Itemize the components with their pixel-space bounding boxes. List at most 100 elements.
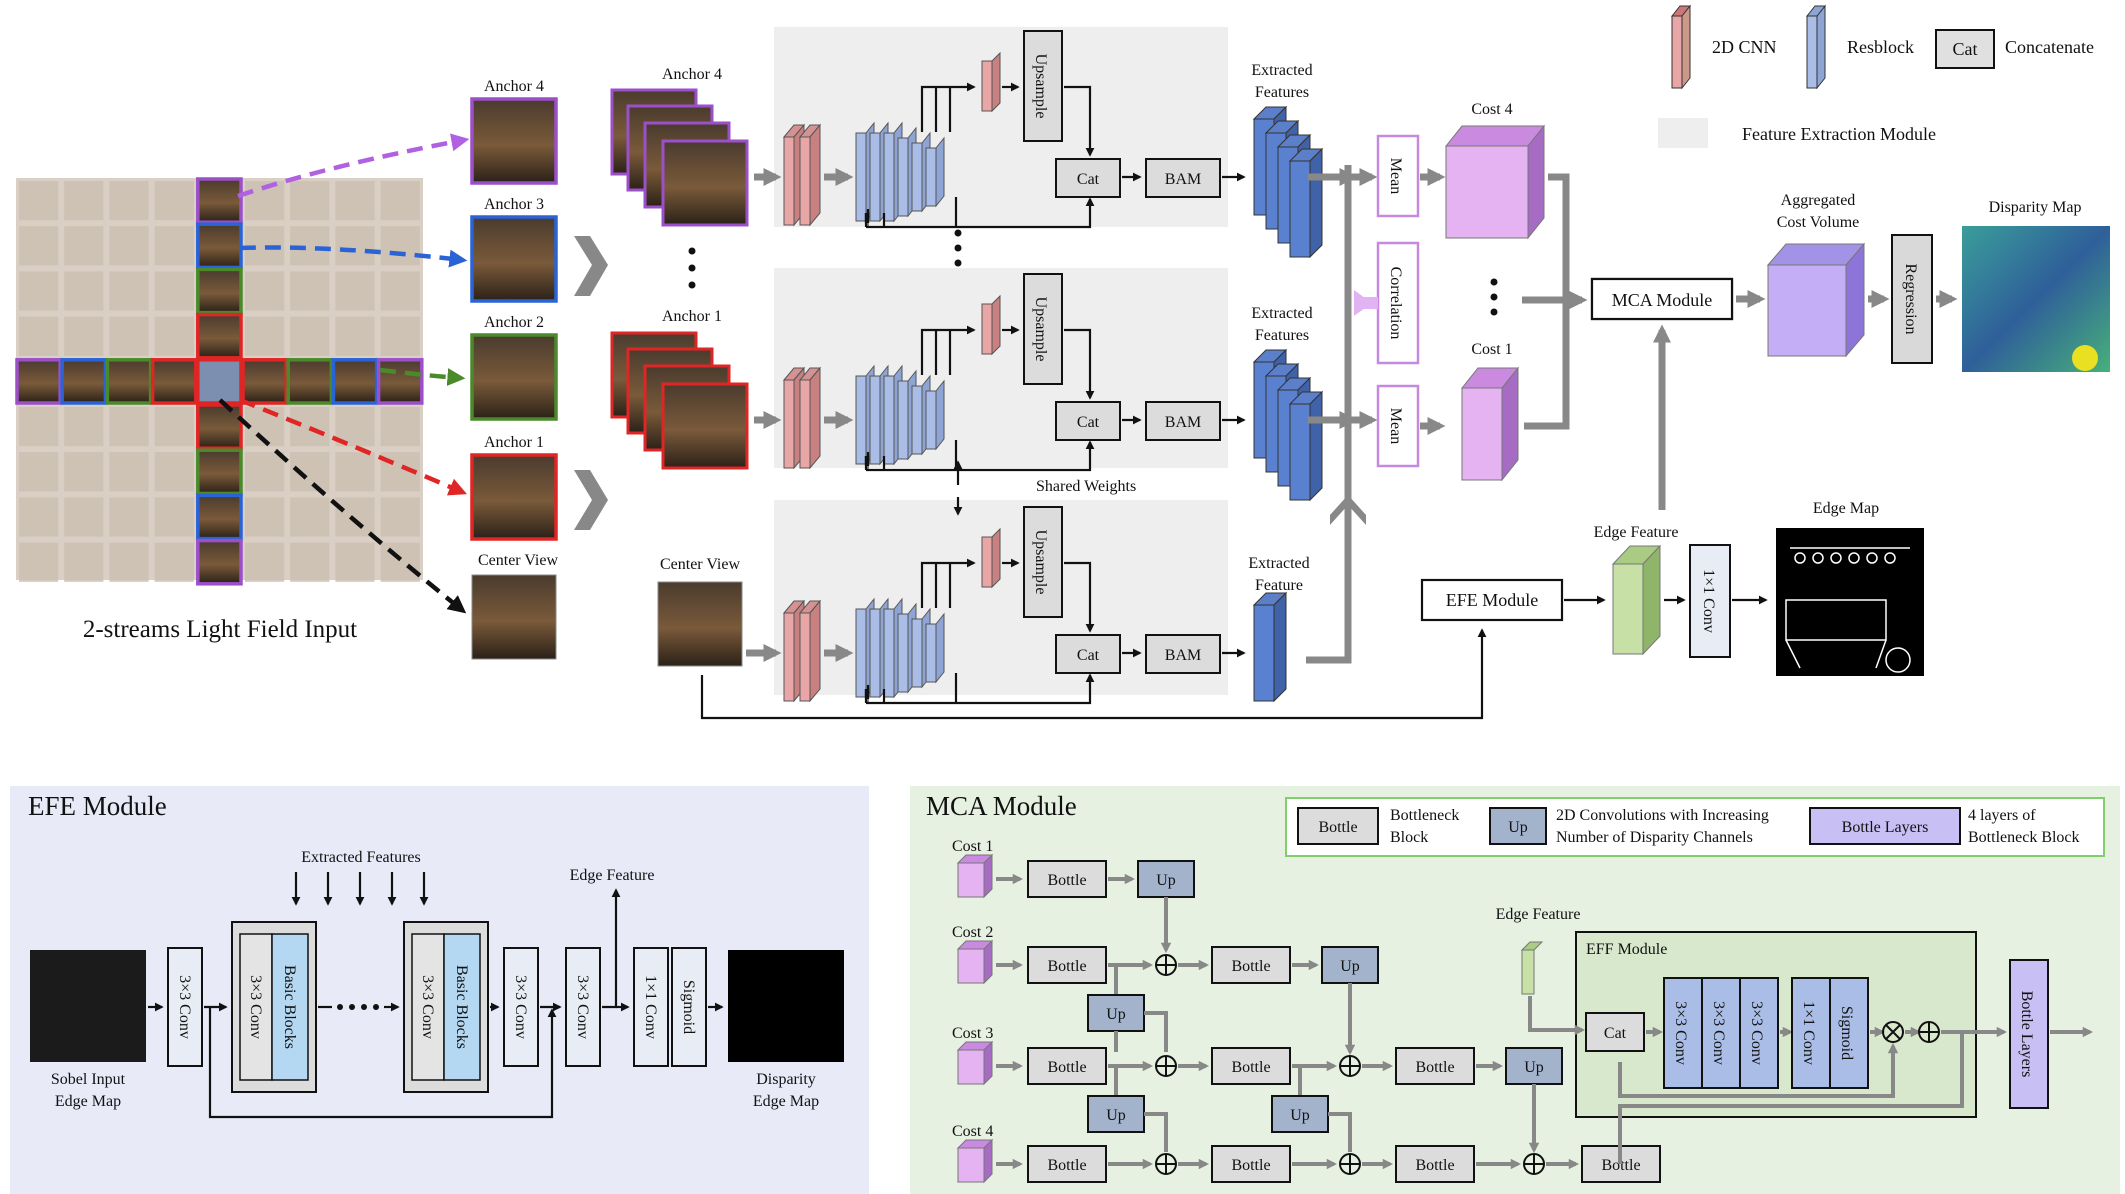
up-block [1505,1047,1563,1085]
extracted-feature-block [1289,403,1311,501]
svg-text:Up: Up [1290,1107,1310,1124]
svg-text:Sigmoid: Sigmoid [1838,1006,1855,1060]
bottle-block [1211,1047,1291,1085]
svg-text:Bottle: Bottle [1415,1157,1454,1174]
lf-view-cell [64,316,104,356]
correlation-text: Correlation [1387,267,1404,340]
agg-label-2: Cost Volume [1777,214,1860,231]
efe-sigmoid [671,947,707,1067]
svg-text:3×3 Conv: 3×3 Conv [247,975,264,1039]
lf-view-cell [245,452,285,492]
mca-cost1-label: Cost 1 [952,838,993,855]
cost4-label: Cost 4 [1471,101,1512,118]
anchor4-label: Anchor 4 [484,78,544,95]
mca-cost-cube [957,1147,985,1183]
legend-fem-swatch [1658,118,1708,148]
lf-view-cell [109,497,149,537]
cat-box [1055,158,1121,198]
cnn-block [799,379,811,469]
cnn-block [783,612,795,702]
lf-horizontal-view [286,358,334,405]
up-block [1087,994,1145,1032]
extracted-feature-block [1289,160,1311,258]
svg-text:Bottle: Bottle [1047,872,1086,889]
basic-blocks-1 [271,933,309,1081]
mca-cost-cube [957,862,985,898]
upsample-box [1023,506,1063,618]
svg-text:3×3 Conv: 3×3 Conv [574,975,591,1039]
lf-view-cell [109,271,149,311]
resblock [897,137,909,217]
cnn-block [783,379,795,469]
lf-view-cell [64,271,104,311]
anchor1-label: Anchor 1 [484,434,544,451]
lf-view-cell [154,542,194,582]
bottle-block [1395,1047,1475,1085]
sobel-label-1: Sobel Input [51,1071,126,1088]
lf-view-cell [335,542,375,582]
lf-view-cell [64,497,104,537]
lf-view-cell [109,316,149,356]
lf-view-cell [64,407,104,447]
stack-center-label: Center View [660,556,741,573]
edge-feature-label: Edge Feature [1594,524,1679,541]
lf-view-cell [290,271,330,311]
upsample-text: Upsample [1032,530,1049,595]
up-block [1321,946,1379,984]
svg-text:Block: Block [1390,829,1428,846]
lf-view-cell [245,316,285,356]
efe-conv-3 [565,947,601,1067]
cnn-legend-icon [1671,15,1683,89]
svg-text:Up: Up [1508,819,1528,836]
svg-text:3×3 Conv: 3×3 Conv [1748,1001,1765,1065]
lf-view-cell [19,271,59,311]
svg-text:1×1 Conv: 1×1 Conv [1800,1001,1817,1065]
lf-view-cell [154,407,194,447]
lf-input-caption: 2-streams Light Field Input [83,616,357,643]
lf-view-cell [19,497,59,537]
anchor-arrows [218,133,470,614]
aggregation-pipeline: MCA Module Aggregated Cost Volume Regres… [1590,192,2110,372]
svg-text:Bottleneck: Bottleneck [1390,807,1459,824]
cost4-cube [1445,145,1529,239]
resblock [925,147,937,207]
lf-view-cell [380,407,420,447]
efe-conv-2 [503,947,539,1067]
mca-cost3-label: Cost 3 [952,1025,993,1042]
resblock [911,618,923,688]
mca-legend-box [1285,797,2105,857]
sobel-label-2: Edge Map [55,1093,121,1110]
lf-vertical-view [196,222,243,270]
svg-text:Up: Up [1106,1107,1126,1124]
svg-text:Up: Up [1524,1059,1544,1076]
cnn-block [799,136,811,226]
lf-view-cell [64,181,104,221]
svg-text:Extracted: Extracted [1248,555,1309,572]
mean-correlation-blocks: Mean Correlation Mean [1348,134,1446,468]
lf-view-cell [290,497,330,537]
legend-cnn-label: 2D CNN [1712,37,1777,57]
bam-text: BAM [1165,647,1201,664]
up-block [1137,860,1195,898]
resblock [869,608,881,698]
cnn-small [981,536,993,588]
legend: 2D CNN Resblock Cat Concatenate Feature … [1658,4,2094,148]
legend-cat-text: Cat [1953,39,1978,59]
edge-branch: EFE Module Edge Feature 1×1 Conv Edge Ma… [700,324,1924,720]
disparity-map-label: Disparity Map [1989,199,2082,216]
resblock [855,608,867,698]
resblock [925,390,937,450]
lf-view-cell [19,452,59,492]
correlation-box [1376,241,1420,365]
svg-text:Bottle: Bottle [1047,1157,1086,1174]
agg-label-1: Aggregated [1781,192,1856,209]
bottle-block [1027,1047,1107,1085]
lf-horizontal-view [60,358,108,405]
cnn-small [981,60,993,112]
eff-cat-box [1585,1012,1645,1052]
efe-edge-feature-label: Edge Feature [570,867,655,884]
svg-text:Bottle Layers: Bottle Layers [2018,991,2035,1078]
lf-view-cell [154,271,194,311]
